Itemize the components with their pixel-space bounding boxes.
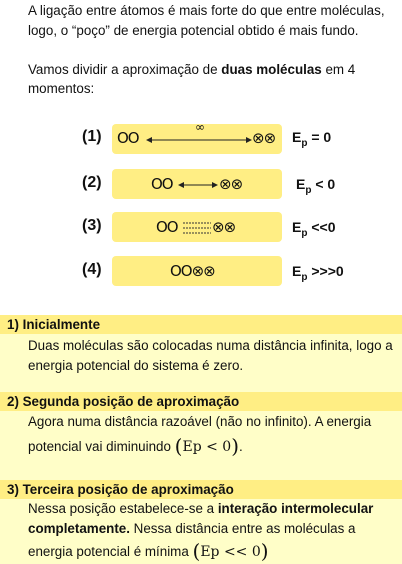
step-3-label: (3)	[82, 217, 102, 234]
step-1-ep: E	[292, 129, 302, 145]
section-2-line-1: Agora numa distância razoável (não no in…	[28, 414, 372, 429]
step-3-right-molecules: ⊗⊗	[212, 218, 236, 236]
step-2-ep: E	[296, 176, 306, 192]
step-3-ep-sub: p	[301, 227, 308, 239]
step-1-bar	[112, 124, 282, 154]
step-1-arrow-icon	[146, 137, 252, 143]
step-3-ep-rel: <<0	[307, 219, 336, 235]
step-1-ep-rel: = 0	[307, 129, 332, 145]
section-3-math-text: Ep << 0	[200, 544, 261, 560]
intro-line-2: logo, o “poço” de energia potencial obti…	[28, 22, 359, 38]
step-2-right-molecules: ⊗⊗	[219, 175, 243, 193]
step-4-ep: E	[292, 263, 302, 279]
intro-line-3: Vamos dividir a aproximação de duas molé…	[28, 60, 398, 80]
intro-line-1: A ligação entre átomos é mais forte do q…	[28, 3, 385, 18]
section-2-body: Agora numa distância razoável (não no in…	[28, 412, 396, 457]
step-2-left-molecules: OO	[151, 175, 174, 193]
step-2-label: (2)	[82, 174, 102, 191]
step-1-ep-sub: p	[301, 137, 308, 149]
section-3-title: 3) Terceira posição de aproximação	[0, 480, 402, 499]
step-2-ep-rel: < 0	[311, 176, 336, 192]
step-3-bar	[112, 212, 282, 242]
section-1-body: Duas moléculas são colocadas numa distân…	[28, 336, 396, 376]
step-4-label: (4)	[82, 261, 102, 278]
section-1-title: 1) Inicialmente	[0, 315, 402, 334]
step-4-ep-sub: p	[301, 271, 308, 283]
step-1-label: (1)	[82, 128, 102, 145]
step-3-energy: Ep <<0	[292, 219, 335, 239]
section-2-math-text: Ep < 0	[182, 439, 232, 455]
section-2-title: 2) Segunda posição de aproximação	[0, 392, 402, 411]
step-3-dotted-lines-icon	[183, 222, 211, 234]
step-4-molecules: OO⊗⊗	[170, 262, 216, 280]
section-3-line-1: Nessa posição estabelece-se a interação …	[28, 499, 396, 519]
section-3-line-1-bold: interação intermolecular	[217, 501, 374, 516]
step-3-ep: E	[292, 219, 302, 235]
intro-line-3-post: em 4	[321, 61, 356, 77]
intro-line-4: momentos:	[28, 81, 95, 96]
step-1-left-molecules: OO	[117, 129, 140, 147]
step-2-bar	[112, 169, 282, 199]
step-1-right-molecules: ⊗⊗	[252, 129, 276, 147]
section-3-line-2: completamente. Nessa distância entre as …	[28, 519, 396, 539]
step-2-arrow-icon	[178, 182, 218, 188]
section-2-math: (Ep < 0)	[174, 434, 240, 458]
intro-line-3-bold: duas moléculas	[221, 61, 322, 77]
section-3-line-2-post: Nessa distância entre as moléculas a	[129, 521, 356, 536]
step-3-left-molecules: OO	[156, 218, 179, 236]
section-2-line-2-pre: potencial vai diminuindo	[28, 439, 175, 454]
section-2-line-2-post: .	[239, 439, 243, 454]
step-1-infinity-label: ∞	[195, 120, 205, 134]
section-3-line-2-bold: completamente.	[28, 521, 130, 536]
section-2-line-2: potencial vai diminuindo (Ep < 0).	[28, 436, 396, 457]
section-1-line-1: Duas moléculas são colocadas numa distân…	[28, 338, 393, 353]
step-4-energy: Ep >>>0	[292, 263, 344, 283]
section-3-math: (Ep << 0)	[192, 539, 269, 563]
intro-line-3-pre: Vamos dividir a aproximação de	[28, 61, 222, 77]
step-4-ep-rel: >>>0	[307, 263, 344, 279]
section-3-line-3-pre: energia potencial é mínima	[28, 544, 193, 559]
section-3-body: Nessa posição estabelece-se a interação …	[28, 499, 396, 562]
step-2-energy: Ep < 0	[296, 176, 335, 196]
section-1-line-2: energia potencial do sistema é zero.	[28, 358, 244, 373]
section-3-line-1-pre: Nessa posição estabelece-se a	[28, 501, 218, 516]
intro-text: A ligação entre átomos é mais forte do q…	[28, 1, 398, 99]
step-2-ep-sub: p	[305, 184, 312, 196]
step-1-energy: Ep = 0	[292, 129, 331, 149]
section-3-line-3: energia potencial é mínima (Ep << 0)	[28, 541, 396, 562]
step-4-bar	[112, 256, 282, 286]
